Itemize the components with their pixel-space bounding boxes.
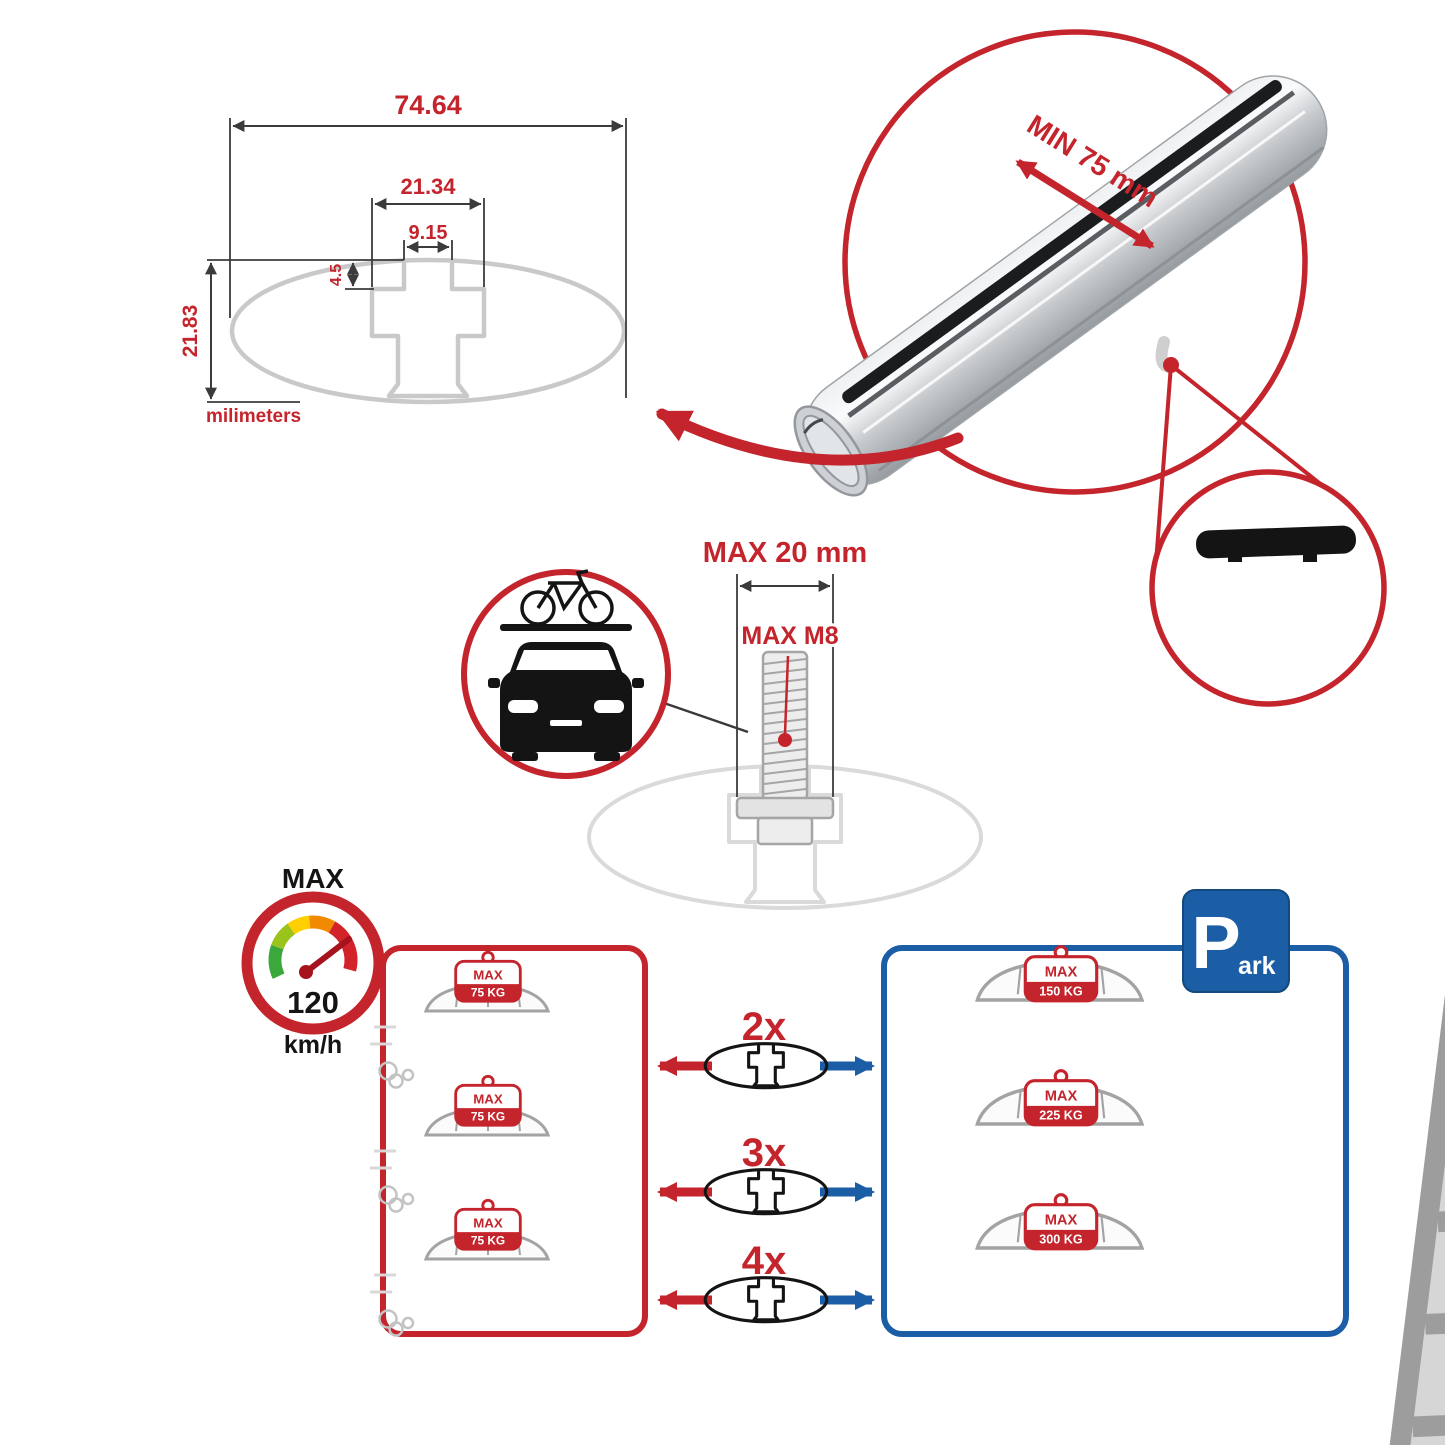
cargo-badge: MAX 225 KG [1023, 1069, 1099, 1127]
exhaust-puffs-icon [378, 1185, 415, 1213]
dim-lip-depth-label: 4.5 [328, 264, 345, 286]
speedometer-icon: 120 [241, 891, 385, 1035]
callout-line-left [1153, 364, 1173, 577]
cargo-badge-max-label: MAX [473, 1091, 503, 1106]
bolt-icon [735, 650, 835, 846]
cargo-badge-max-label: MAX [1045, 965, 1078, 981]
crossbar-profile-drawing [231, 259, 625, 403]
cargo-badge: MAX 75 KG [454, 950, 522, 1003]
bolt-diagram: MAX 20 mm MAX M8 [588, 537, 982, 909]
multiplier-row: 4x [657, 1239, 875, 1322]
park-ark: ark [1238, 952, 1276, 980]
inset-content [1196, 525, 1356, 562]
grille [550, 720, 582, 726]
multiplier-row: 3x [657, 1131, 875, 1214]
cargo-badge-weight-label: 225 KG [1039, 1109, 1083, 1123]
speed-unit: km/h [284, 1031, 342, 1059]
cargo-badge-weight-label: 150 KG [1039, 985, 1083, 999]
roof-bar-icon [500, 624, 632, 631]
callout-line-right [1169, 363, 1340, 500]
dimension-arrow-lines [205, 120, 624, 400]
multiplier-label: 3x [742, 1131, 787, 1175]
windshield [516, 650, 616, 670]
multiplier-row: 2x [657, 1005, 875, 1088]
cargo-badge-max-label: MAX [1045, 1213, 1078, 1229]
speedometer-needle [303, 936, 352, 975]
motion-lines [370, 1273, 396, 1294]
cargo-badge-weight-label: 75 KG [471, 1233, 505, 1247]
park-sign: P ark [1182, 889, 1290, 993]
roof-box-mount [1303, 554, 1317, 562]
cargo-badge-weight-label: 300 KG [1039, 1233, 1083, 1247]
speed-value: 120 [287, 985, 339, 1020]
rear-stud-icon [1378, 174, 1445, 1445]
cargo-badge-weight-label: 75 KG [471, 1109, 505, 1123]
crossbar-zoom: MIN 75 mm [655, 29, 1445, 1445]
motion-lines [370, 1149, 396, 1170]
exhaust-puffs-icon [378, 1061, 415, 1089]
needle-pivot [299, 965, 313, 979]
crossbar-end-icon [705, 1169, 827, 1214]
crossbar-end-icon [705, 1277, 827, 1322]
mirror-left [488, 678, 500, 688]
zoom-pointer-arrow [655, 408, 964, 466]
dim-opening-width-label: 9.15 [409, 222, 448, 244]
units-label: milimeters [206, 406, 301, 427]
cargo-badge: MAX 150 KG [1023, 945, 1099, 1003]
speed-max-label: MAX [282, 863, 345, 894]
headlight-left [508, 700, 538, 713]
dim-total-height-label: 21.83 [179, 305, 202, 358]
thread-callout-dot [778, 733, 792, 747]
headlight-right [594, 700, 624, 713]
min-span-arrow [1015, 159, 1155, 249]
exhaust-puffs-icon [378, 1309, 415, 1337]
multiplier-label: 4x [742, 1239, 787, 1283]
dimension-extension-lines [207, 118, 627, 403]
cargo-badge-max-label: MAX [473, 967, 503, 982]
cargo-badge: MAX 75 KG [454, 1074, 522, 1127]
inset-circle [1149, 469, 1387, 707]
dim-total-width-label: 74.64 [394, 90, 462, 120]
bolt-max-width-label: MAX 20 mm [703, 537, 867, 569]
left-capacity-panel: MAX 75 KG MAX 75 KG [370, 945, 648, 1337]
wheel-left [512, 752, 538, 761]
cargo-badge-max-label: MAX [473, 1215, 503, 1230]
wheel-right [594, 752, 620, 761]
crossbar-end-icon [705, 1043, 827, 1088]
right-panel-border [881, 945, 1349, 1337]
bike-car-icon [461, 569, 749, 779]
mirror-right [632, 678, 644, 688]
dim-slot-width-label: 21.34 [400, 174, 456, 199]
thread-leader-line [783, 655, 790, 735]
speed-limit-group: MAX 120 km/h [241, 863, 385, 1059]
bolt-leader-line [660, 700, 749, 734]
roofbox-car-inset [1149, 469, 1387, 707]
cross-section-diagram: 74.64 21.34 9.15 4.5 21.83 milimeters [179, 90, 627, 427]
roof-box-icon [1196, 525, 1356, 559]
cargo-badge: MAX 300 KG [1023, 1193, 1099, 1251]
park-p: P [1191, 901, 1240, 984]
right-capacity-panel: MAX 150 KG MAX 225 KG MAX 300 KG [881, 945, 1349, 1337]
multiplier-rows: 2x 3x 4x [657, 1005, 875, 1322]
motion-lines [370, 1025, 396, 1046]
park-sign-board [1182, 889, 1290, 993]
roof-box-mount [1228, 554, 1242, 562]
cargo-badge-max-label: MAX [1045, 1089, 1078, 1105]
cargo-badge-weight-label: 75 KG [471, 985, 505, 999]
cargo-badge: MAX 75 KG [454, 1198, 522, 1251]
bolt-thread-label: MAX M8 [741, 622, 838, 650]
multiplier-label: 2x [742, 1005, 787, 1049]
